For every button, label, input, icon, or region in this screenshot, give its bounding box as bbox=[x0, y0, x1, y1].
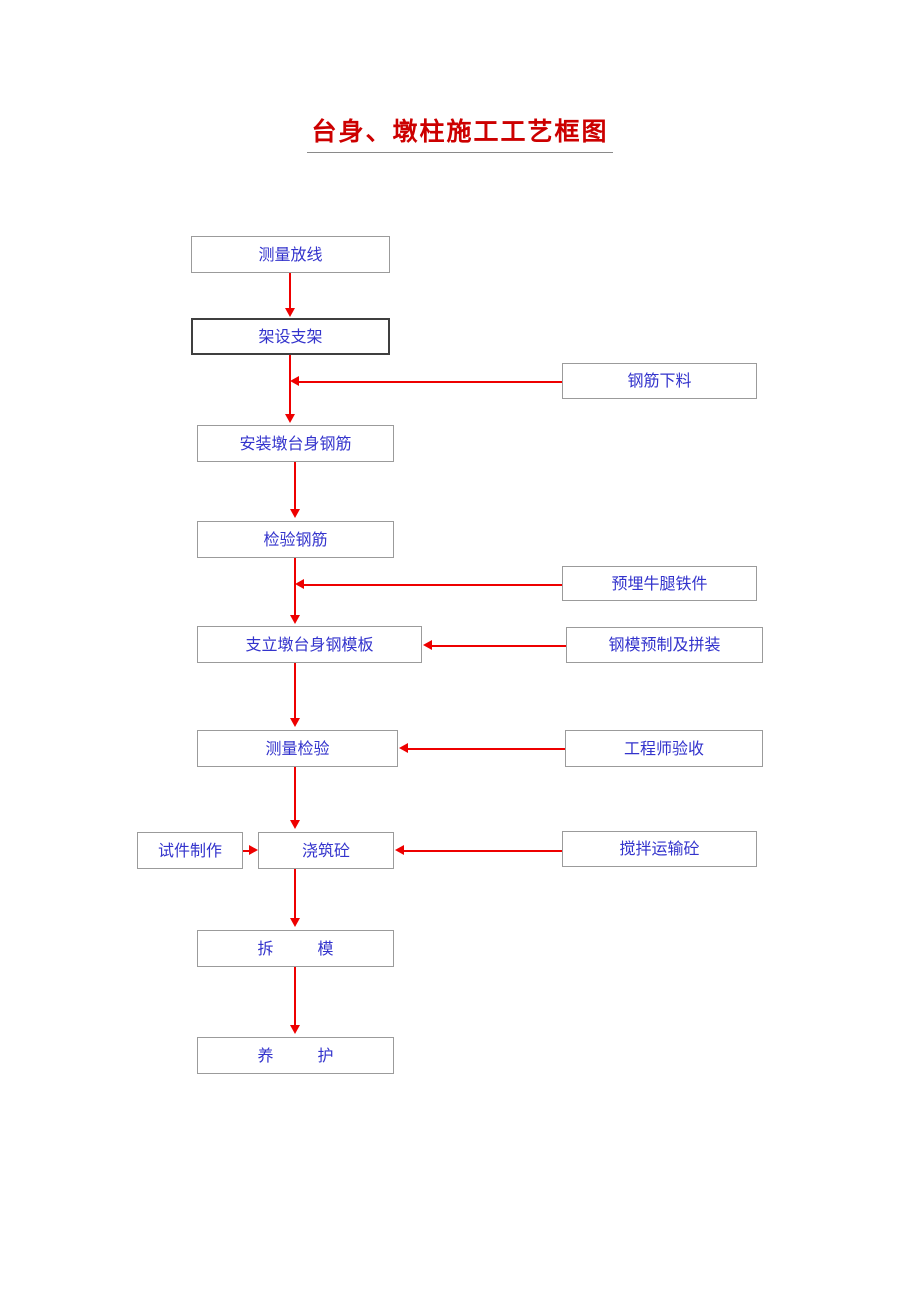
node-yang-hu[interactable]: 养 护 bbox=[197, 1037, 394, 1074]
node-zhili-duntaishen-gangmoban[interactable]: 支立墩台身钢模板 bbox=[197, 626, 422, 663]
arrowhead-down-zhili bbox=[290, 615, 300, 624]
arrowhead-left-jiaozhutong-side bbox=[395, 845, 404, 855]
node-celiang-jianyan[interactable]: 测量检验 bbox=[197, 730, 398, 767]
node-anzhuang-duntaishen-gangjin[interactable]: 安装墩台身钢筋 bbox=[197, 425, 394, 462]
connector-anzhuang-to-jianyangangjin bbox=[294, 462, 296, 510]
arrowhead-down-celiangjianyan bbox=[290, 718, 300, 727]
node-yumai-niutui-tiejian[interactable]: 预埋牛腿铁件 bbox=[562, 566, 757, 601]
arrowhead-down-chaimu bbox=[290, 918, 300, 927]
connector-celiangjianyan-to-jiaozhutong bbox=[294, 767, 296, 821]
connector-shijianzhizuo-to-jiaozhutong bbox=[243, 850, 249, 852]
arrowhead-down-yanghu bbox=[290, 1025, 300, 1034]
node-jiaozhu-tong[interactable]: 浇筑砼 bbox=[258, 832, 394, 869]
title-container: 台身、墩柱施工工艺框图 bbox=[0, 112, 920, 153]
node-chai-mu[interactable]: 拆 模 bbox=[197, 930, 394, 967]
connector-yumainiutui-to-mainline bbox=[304, 584, 562, 586]
node-gongchengshi-yanshou[interactable]: 工程师验收 bbox=[565, 730, 763, 767]
connector-chaimu-to-yanghu bbox=[294, 967, 296, 1026]
node-jiaoban-yunshu-tong[interactable]: 搅拌运输砼 bbox=[562, 831, 757, 867]
arrowhead-left-celiangjianyan-side bbox=[399, 743, 408, 753]
arrowhead-down-anzhuang bbox=[285, 414, 295, 423]
node-jiashe-zhijia[interactable]: 架设支架 bbox=[191, 318, 390, 355]
connector-jiaozhutong-to-chaimu bbox=[294, 869, 296, 919]
connector-gangmoyuzhi-to-zhili bbox=[432, 645, 566, 647]
connector-gongchengshiyanshou-to-celiangjianyan bbox=[408, 748, 565, 750]
connector-gangjinxialiao-to-mainline bbox=[299, 381, 562, 383]
page-title: 台身、墩柱施工工艺框图 bbox=[307, 112, 613, 153]
connector-zhili-to-celiangjianyan bbox=[294, 663, 296, 719]
arrowhead-right-jiaozhutong-left bbox=[249, 845, 258, 855]
connector-jiaobanyunshu-to-jiaozhutong bbox=[404, 850, 562, 852]
node-gangmo-yuzhi-ji-pinzhuang[interactable]: 钢模预制及拼装 bbox=[566, 627, 763, 663]
node-jianyan-gangjin[interactable]: 检验钢筋 bbox=[197, 521, 394, 558]
arrowhead-down-jiaozhutong bbox=[290, 820, 300, 829]
arrowhead-down-jianyangangjin bbox=[290, 509, 300, 518]
arrowhead-down-jiashezhijia bbox=[285, 308, 295, 317]
arrowhead-left-yumainiutui bbox=[295, 579, 304, 589]
node-celiang-fangxian[interactable]: 测量放线 bbox=[191, 236, 390, 273]
node-gangjin-xialiao[interactable]: 钢筋下料 bbox=[562, 363, 757, 399]
arrowhead-left-gangjinxialiao bbox=[290, 376, 299, 386]
node-shijian-zhizuo[interactable]: 试件制作 bbox=[137, 832, 243, 869]
arrowhead-left-zhili-side bbox=[423, 640, 432, 650]
connector-celiangfangxian-to-jiashezhijia bbox=[289, 273, 291, 309]
